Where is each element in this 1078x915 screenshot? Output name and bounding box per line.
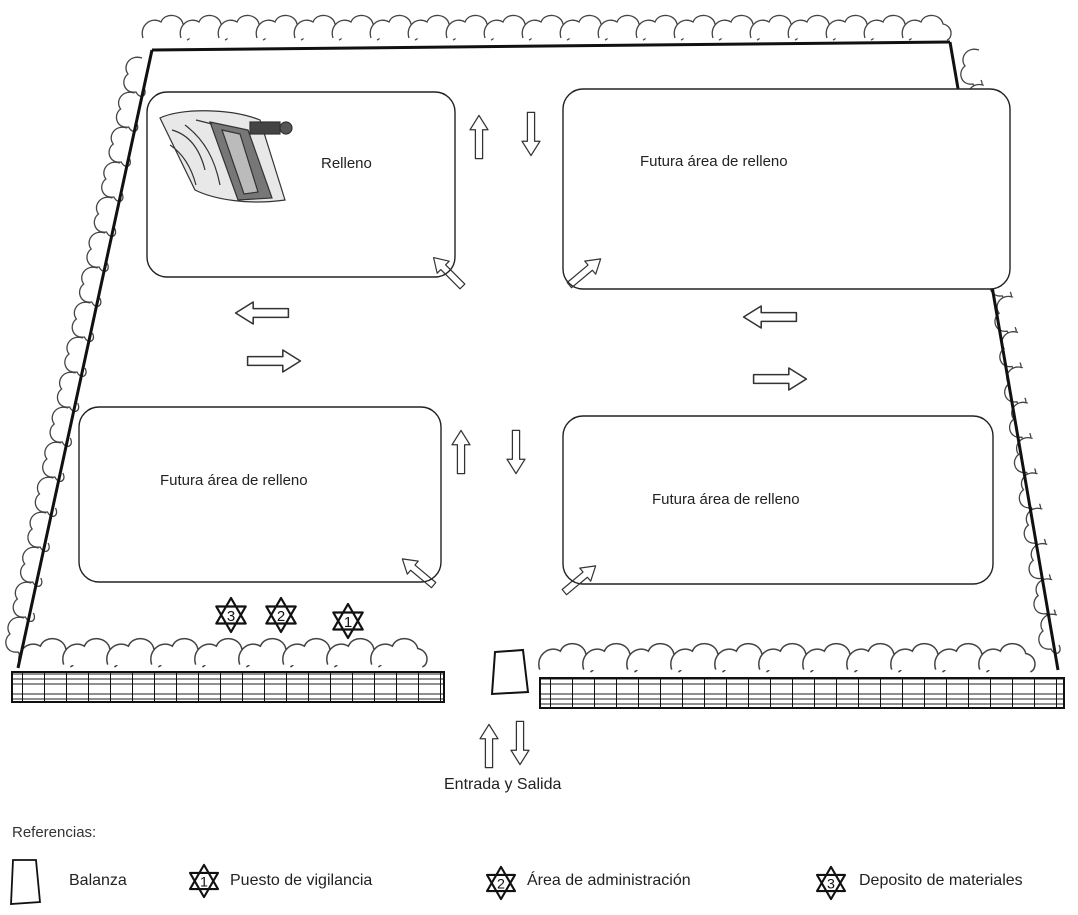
bush-icon [960,48,983,90]
site-marker-administracion: 2 [265,596,297,634]
trench-illustration [159,110,293,203]
area-future-bottom-right [562,415,994,585]
exit-arrow-down-icon [510,720,530,766]
area-future-bottom-left [78,406,442,583]
entrance-label: Entrada y Salida [444,776,562,793]
svg-text:1: 1 [200,875,208,891]
arrow-up-icon [451,429,471,475]
arrow-up-icon [469,114,489,160]
arrow-down-icon [506,429,526,475]
legend-label-administracion: Área de administración [527,872,691,889]
bush-icon [370,637,428,668]
hedge-bottom [18,637,1036,673]
area-label-top-right: Futura área de relleno [640,153,788,170]
marker-number: 2 [277,608,285,625]
legend-scale-icon [10,859,41,905]
front-fence-left [11,671,445,703]
bush-icon [978,642,1036,673]
legend-star-2-icon: 2 [485,865,517,901]
scale-icon [490,648,530,696]
svg-text:3: 3 [827,877,835,893]
marker-number: 1 [344,614,352,631]
arrow-left-icon [234,301,290,325]
area-label-bottom-left: Futura área de relleno [160,472,308,489]
arrow-right-icon [246,349,302,373]
hedge-top [141,14,952,41]
legend-label-balanza: Balanza [69,872,127,889]
arrow-right-icon [752,367,808,391]
area-label-bottom-right: Futura área de relleno [652,491,800,508]
site-marker-deposito: 3 [215,596,247,634]
legend-star-1-icon: 1 [188,863,220,899]
legend-star-3-icon: 3 [815,865,847,901]
legend-label-vigilancia: Puesto de vigilancia [230,872,373,889]
area-future-top-right [562,88,1011,290]
bush-icon [901,14,952,41]
arrow-down-icon [521,111,541,157]
legend-title: Referencias: [12,824,97,841]
legend-label-deposito: Deposito de materiales [859,872,1023,889]
front-fence-right [539,677,1065,709]
site-marker-vigilancia: 1 [332,602,364,640]
area-label-relleno: Relleno [321,155,372,172]
marker-number: 3 [227,608,235,625]
entrance-arrow-up-icon [479,723,499,769]
arrow-left-icon [742,305,798,329]
svg-text:2: 2 [497,877,505,893]
